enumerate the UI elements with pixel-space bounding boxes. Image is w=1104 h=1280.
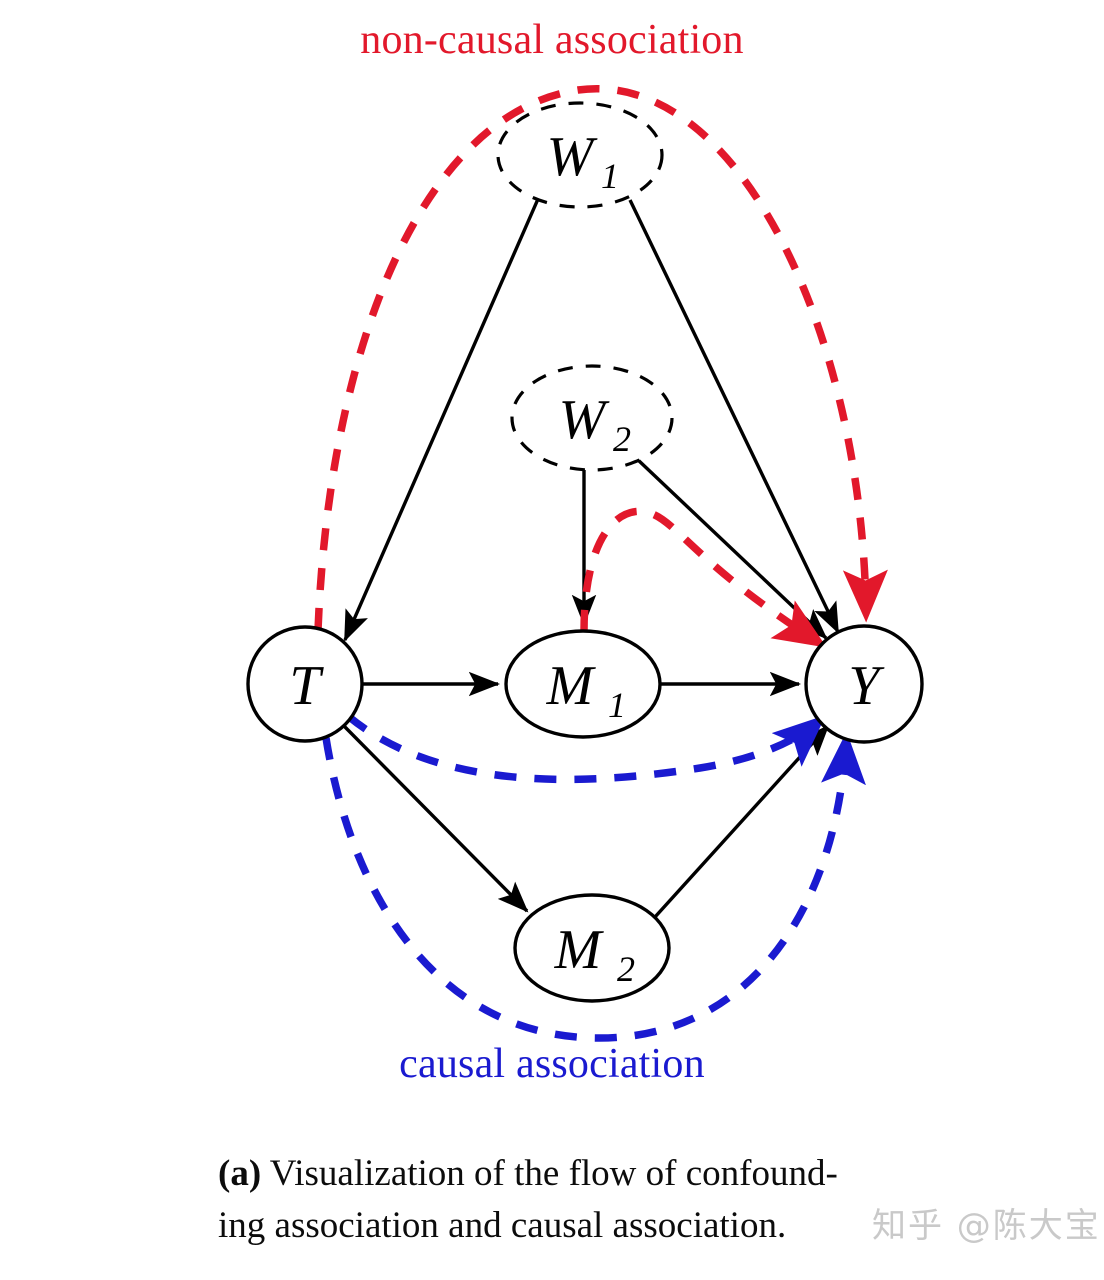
node-m2-shape[interactable] [513,893,671,1003]
edge-m2-to-y [653,724,830,919]
edge-t-to-m2 [342,724,529,913]
node-m1-subscript: 1 [608,685,626,725]
edge-group-noncausal-association [314,84,888,648]
node-w1-shape[interactable] [496,101,664,209]
edge-w1-to-t [343,198,540,642]
node-y[interactable]: Y [804,624,924,744]
node-y-label: Y [848,655,885,717]
node-m1-shape[interactable] [504,629,662,739]
noncausal-path-t-over-w1-to-y [314,84,888,631]
node-w2-label: W [559,389,610,451]
node-m1[interactable]: M 1 [504,629,662,739]
node-m2[interactable]: M 2 [513,893,671,1003]
edge-group-causal-structure [342,198,840,919]
node-w1[interactable]: W 1 [496,101,664,209]
node-w1-subscript: 1 [601,156,619,196]
node-w2-subscript: 2 [613,419,631,459]
caption-lead: (a) [218,1153,262,1194]
causal-path-t-under-m1-to-y [345,713,826,784]
node-t-label: T [289,655,324,717]
noncausal-association-label: non-causal association [360,17,744,63]
noncausal-path-m1-arc-to-y [580,507,827,648]
node-w1-label: W [547,126,598,188]
node-t[interactable]: T [246,625,364,743]
edge-group-causal-association [322,713,866,1042]
node-group: W 1 W 2 T M 1 M 2 [246,101,924,1003]
node-m2-label: M [554,919,605,981]
causal-path-t-under-m2-to-y [322,731,866,1042]
node-y-shape[interactable] [804,624,924,744]
node-m1-label: M [546,655,597,717]
node-w2[interactable]: W 2 [510,364,674,472]
causal-association-label: causal association [399,1041,705,1087]
figure-caption: (a) Visualization of the flow of confoun… [218,1148,1008,1252]
caption-line2: ing association and causal association. [218,1205,787,1246]
node-w2-shape[interactable] [510,364,674,472]
caption-line1: Visualization of the flow of confound- [261,1153,838,1194]
edge-w1-to-y [628,199,840,634]
node-t-shape[interactable] [246,625,364,743]
node-m2-subscript: 2 [617,949,635,989]
